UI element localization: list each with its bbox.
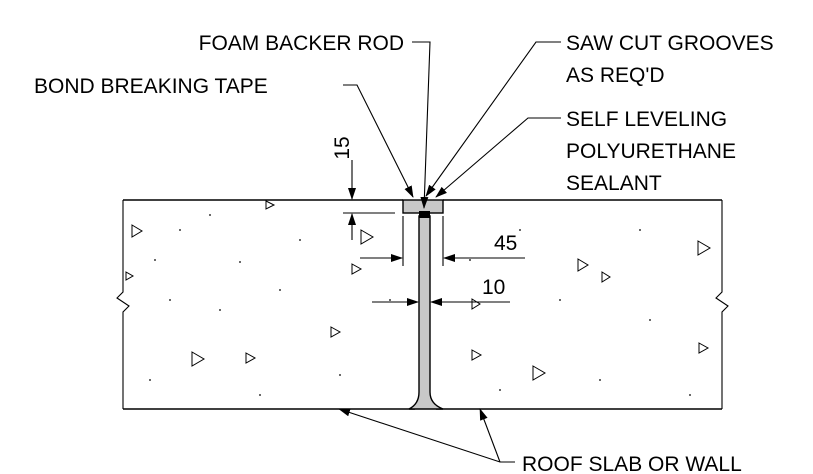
foam-backer-rod bbox=[419, 211, 430, 218]
bond-breaking-tape-label: BOND BREAKING TAPE bbox=[34, 75, 268, 98]
dimension-joint-width: 10 bbox=[372, 276, 510, 306]
saw-cut-grooves-label: SAW CUT GROOVES bbox=[566, 32, 774, 55]
left-break-line bbox=[116, 200, 130, 409]
sealant-label-line2: POLYURETHANE bbox=[566, 140, 736, 163]
joint-width-dimension-text: 10 bbox=[482, 276, 505, 299]
foam-backer-rod-label: FOAM BACKER ROD bbox=[199, 32, 404, 55]
saw-cut-grooves-label-line2: AS REQ'D bbox=[566, 64, 665, 87]
leaders bbox=[338, 41, 561, 463]
sealant-label-line3: SEALANT bbox=[566, 172, 662, 195]
dimension-depth: 15 bbox=[331, 136, 395, 240]
groove-width-dimension-text: 45 bbox=[494, 232, 517, 255]
aggregate-hatch bbox=[125, 200, 711, 396]
dimension-groove-width: 45 bbox=[360, 216, 525, 266]
joint-filler bbox=[408, 215, 444, 410]
joint bbox=[402, 199, 444, 410]
sealant-label-line1: SELF LEVELING bbox=[566, 108, 727, 131]
right-break-line bbox=[715, 200, 729, 409]
depth-dimension-text: 15 bbox=[331, 136, 354, 159]
roof-slab-label: ROOF SLAB OR WALL bbox=[522, 453, 742, 474]
